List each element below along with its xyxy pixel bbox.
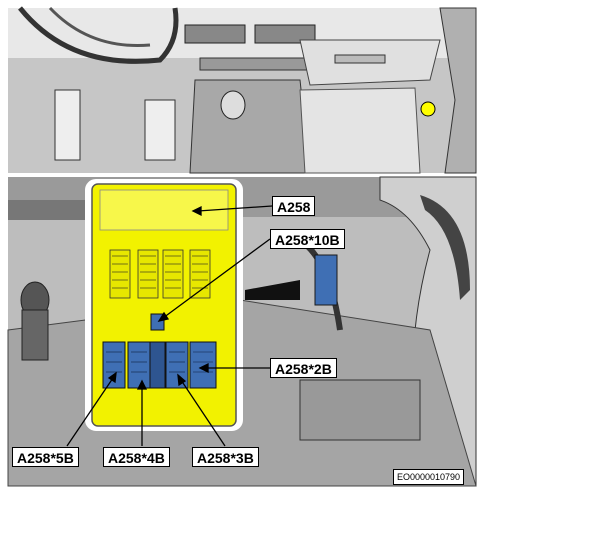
label-a258-2b: A258*2B — [270, 358, 337, 378]
document-id: EO0000010790 — [393, 469, 465, 485]
location-marker — [420, 101, 436, 117]
label-a258-10b: A258*10B — [270, 229, 345, 249]
label-a258-4b: A258*4B — [103, 447, 170, 467]
label-a258: A258 — [272, 196, 316, 216]
fuse-rows — [109, 249, 211, 299]
connector-a258-3b — [189, 341, 217, 389]
fuse-box-detail-image — [7, 176, 477, 487]
leader-lines — [66, 205, 273, 447]
label-a258-3b: A258*3B — [192, 447, 259, 467]
dashboard-overview-image — [8, 6, 477, 174]
label-a258-5b: A258*5B — [12, 447, 79, 467]
connector-a258-5b — [102, 341, 126, 389]
connector-a258-4b — [127, 341, 151, 389]
connector-a258-2b — [165, 341, 189, 389]
